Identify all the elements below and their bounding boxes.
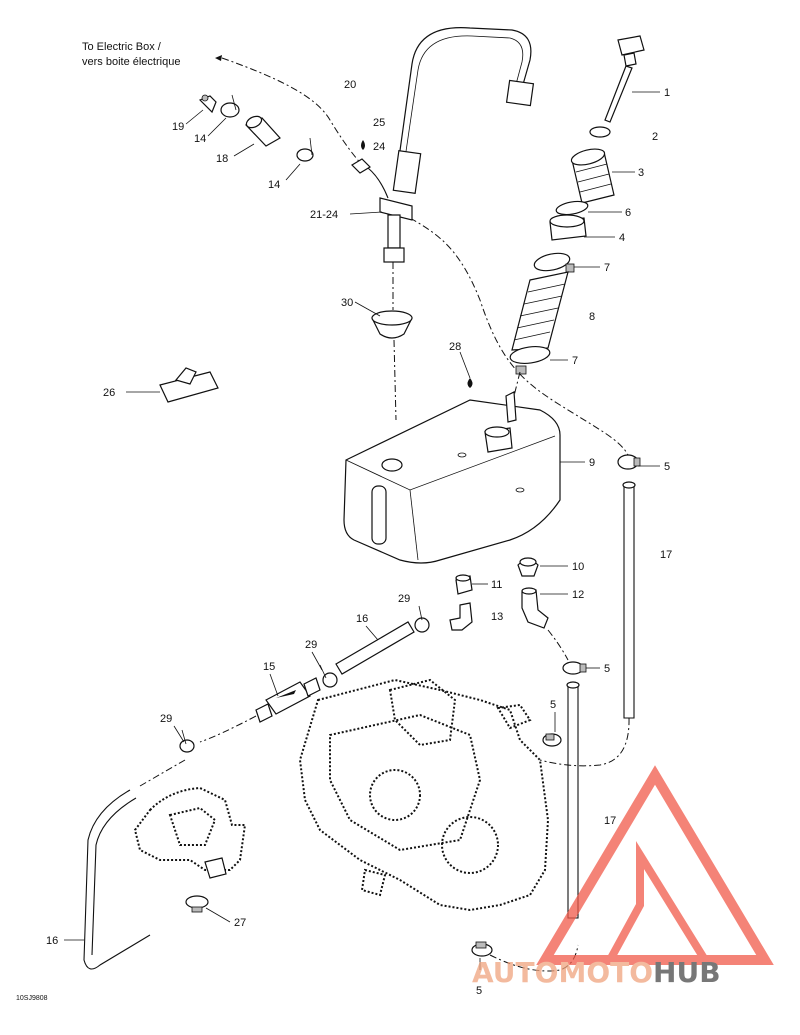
fitting-24-25 <box>351 140 389 199</box>
callout-16-upper: 16 <box>356 613 368 625</box>
drawing-code: 10SJ9808 <box>16 995 48 1002</box>
vent-valve-19 <box>198 94 217 114</box>
oil-filter-15 <box>255 677 321 723</box>
watermark-triangle-inner <box>603 840 713 964</box>
hose-18 <box>244 115 281 147</box>
callout-11: 11 <box>491 579 502 591</box>
callout-14-lower: 14 <box>268 179 280 191</box>
clip-26 <box>159 367 219 403</box>
callout-5-vent: 5 <box>664 461 670 473</box>
oil-pump-dotted <box>133 786 247 879</box>
callout-25: 25 <box>373 117 385 129</box>
callout-18: 18 <box>216 153 228 165</box>
clamp-27 <box>185 895 209 913</box>
callout-10: 10 <box>572 561 584 573</box>
watermark-text-auto: AUTOMOTOHUB <box>472 956 721 989</box>
hose-16-lower <box>83 759 186 970</box>
callout-8: 8 <box>589 311 595 323</box>
callout-12: 12 <box>572 589 584 601</box>
oil-hose-17-lower <box>566 681 580 919</box>
bracket-20 <box>392 27 535 195</box>
grommet-10 <box>517 557 539 577</box>
callout-15: 15 <box>263 661 275 673</box>
callout-20: 20 <box>344 79 356 91</box>
caption-line-2: vers boite électrique <box>82 56 180 68</box>
callout-7-upper: 7 <box>604 262 610 274</box>
callout-17-upper: 17 <box>660 549 672 561</box>
caption-arrow <box>215 55 222 61</box>
callout-26: 26 <box>103 387 115 399</box>
oil-line-filter <box>199 715 257 743</box>
vent-line-upper <box>221 57 363 166</box>
callout-16-lower: 16 <box>46 935 58 947</box>
callout-19: 19 <box>172 121 184 133</box>
filler-neck-3 <box>570 148 615 204</box>
fitting-28 <box>467 378 473 388</box>
clamp-5-elbow <box>562 661 587 675</box>
callout-29-upper: 29 <box>398 593 410 605</box>
callout-27: 27 <box>234 917 246 929</box>
callout-7-lower: 7 <box>572 355 578 367</box>
clamp-7-lower <box>507 346 551 421</box>
callout-14-upper: 14 <box>194 133 206 145</box>
callout-21-24: 21-24 <box>310 209 338 221</box>
clamp-14-upper <box>220 94 240 118</box>
callout-2: 2 <box>652 131 658 143</box>
watermark-logo: AUTOMOTOHUB <box>472 765 774 989</box>
hose-16-upper <box>335 621 415 675</box>
callout-3: 3 <box>638 167 644 179</box>
callout-24: 24 <box>373 141 385 153</box>
filler-hose-8 <box>511 271 569 351</box>
callout-29-lower: 29 <box>160 713 172 725</box>
vent-hose-17 <box>622 481 636 719</box>
callout-4: 4 <box>619 232 625 244</box>
clamp-29-lower <box>179 729 195 753</box>
engine-dotted <box>298 678 550 912</box>
oil-line-elbow <box>547 629 569 661</box>
elbow-12 <box>521 587 549 629</box>
callout-5-engine: 5 <box>550 699 556 711</box>
vent-line-bottom <box>539 717 630 767</box>
gasket-6 <box>555 200 589 216</box>
clamp-5-engine <box>542 733 562 747</box>
clamp-5-bottom <box>471 941 493 957</box>
caption-line-1: To Electric Box / <box>82 41 162 53</box>
nut-4 <box>549 214 587 241</box>
grommet-30 <box>371 262 413 421</box>
clamp-5-vent <box>617 454 641 470</box>
leader-lines <box>64 91 660 970</box>
clamp-14-lower <box>296 137 314 162</box>
callout-13: 13 <box>491 611 503 623</box>
callout-1: 1 <box>664 87 670 99</box>
callout-17-lower: 17 <box>604 815 616 827</box>
tee-fitting-21-24 <box>379 197 413 263</box>
callout-28: 28 <box>449 341 461 353</box>
clamp-29-middle <box>319 664 338 688</box>
callout-29-middle: 29 <box>305 639 317 651</box>
callout-5-elbow: 5 <box>604 663 610 675</box>
callout-6: 6 <box>625 207 631 219</box>
clamp-7-upper <box>533 252 575 273</box>
fitting-11 <box>455 574 473 595</box>
dipstick-1 <box>589 35 645 138</box>
callout-labels: 1 2 3 6 4 7 8 7 5 9 17 10 11 12 13 5 5 1… <box>46 79 672 997</box>
elbow-13 <box>449 602 473 631</box>
vent-line-lower <box>409 217 629 456</box>
callout-5-bottom: 5 <box>476 985 482 997</box>
oil-tank-9 <box>343 391 561 564</box>
callout-9: 9 <box>589 457 595 469</box>
callout-30: 30 <box>341 297 353 309</box>
clamp-29-upper <box>414 605 430 633</box>
